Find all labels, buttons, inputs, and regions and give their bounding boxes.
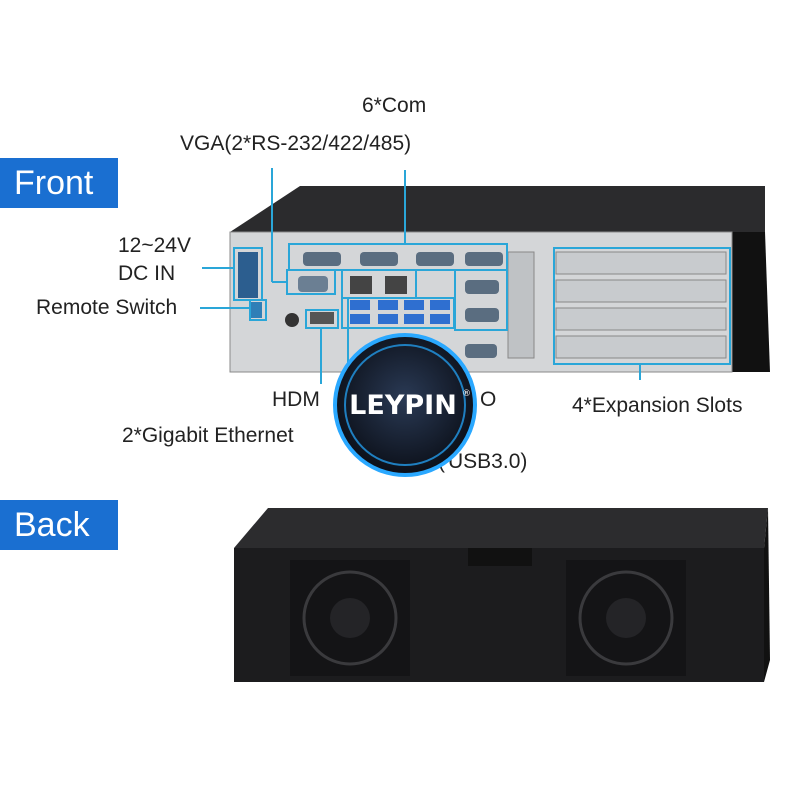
usb-port [404, 314, 424, 324]
front-section-tag: Front [0, 158, 118, 208]
com-label: 6*Com [362, 94, 427, 117]
ethernet-port-2 [385, 276, 407, 294]
expansion-slot-3 [555, 307, 727, 331]
back-top-bracket [468, 548, 532, 566]
front-chassis-top [230, 186, 765, 232]
back-chassis-side [764, 508, 770, 682]
watermark-ring [333, 333, 477, 477]
left-fan-grille [290, 560, 410, 676]
usb-port [430, 300, 450, 310]
usb-label: USB3.0) [448, 450, 528, 473]
expansion-slots-label: 4*Expansion Slots [572, 394, 743, 417]
dc-in-connector [238, 252, 258, 298]
audio-label: O [480, 388, 497, 411]
usb-port [430, 314, 450, 324]
brand-watermark: LEYPIN ® [333, 333, 477, 477]
front-vent [507, 251, 535, 359]
front-tag-label: Front [14, 164, 94, 202]
ethernet-port-1 [350, 276, 372, 294]
callout-lines [200, 168, 731, 420]
usb-port [404, 300, 424, 310]
power-button [285, 313, 299, 327]
com-port-6 [465, 308, 499, 322]
com-port-5 [465, 280, 499, 294]
expansion-slot-1 [555, 251, 727, 275]
dc-voltage-label: 12~24V [118, 234, 191, 257]
usb-port [378, 314, 398, 324]
com-port-2 [360, 252, 398, 266]
expansion-slot-2 [555, 279, 727, 303]
back-section-tag: Back [0, 500, 118, 550]
watermark-inner-ring [344, 344, 466, 466]
remote-switch-label: Remote Switch [36, 296, 178, 319]
usb-port [378, 300, 398, 310]
expansion-slot-4 [555, 335, 727, 359]
vga-label: VGA(2*RS-232/422/485) [180, 132, 412, 155]
back-chassis-top [234, 508, 768, 548]
vga-port [298, 276, 328, 292]
watermark-brand-text: LEYPIN [349, 390, 457, 421]
com-port-1 [303, 252, 341, 266]
back-tag-label: Back [14, 506, 90, 544]
dc-in-label: DC IN [118, 262, 176, 285]
registered-mark: ® [462, 389, 471, 399]
hdmi-label: HDM [272, 388, 320, 411]
ethernet-label: 2*Gigabit Ethernet [122, 424, 294, 447]
usb-port [350, 314, 370, 324]
hdmi-port [310, 312, 334, 324]
remote-switch-connector [250, 302, 262, 318]
right-fan-grille [566, 560, 686, 676]
com-port-3 [416, 252, 454, 266]
usb-port [350, 300, 370, 310]
front-chassis-side [730, 232, 770, 372]
lower-serial-port [465, 344, 497, 358]
com-port-4 [465, 252, 503, 266]
